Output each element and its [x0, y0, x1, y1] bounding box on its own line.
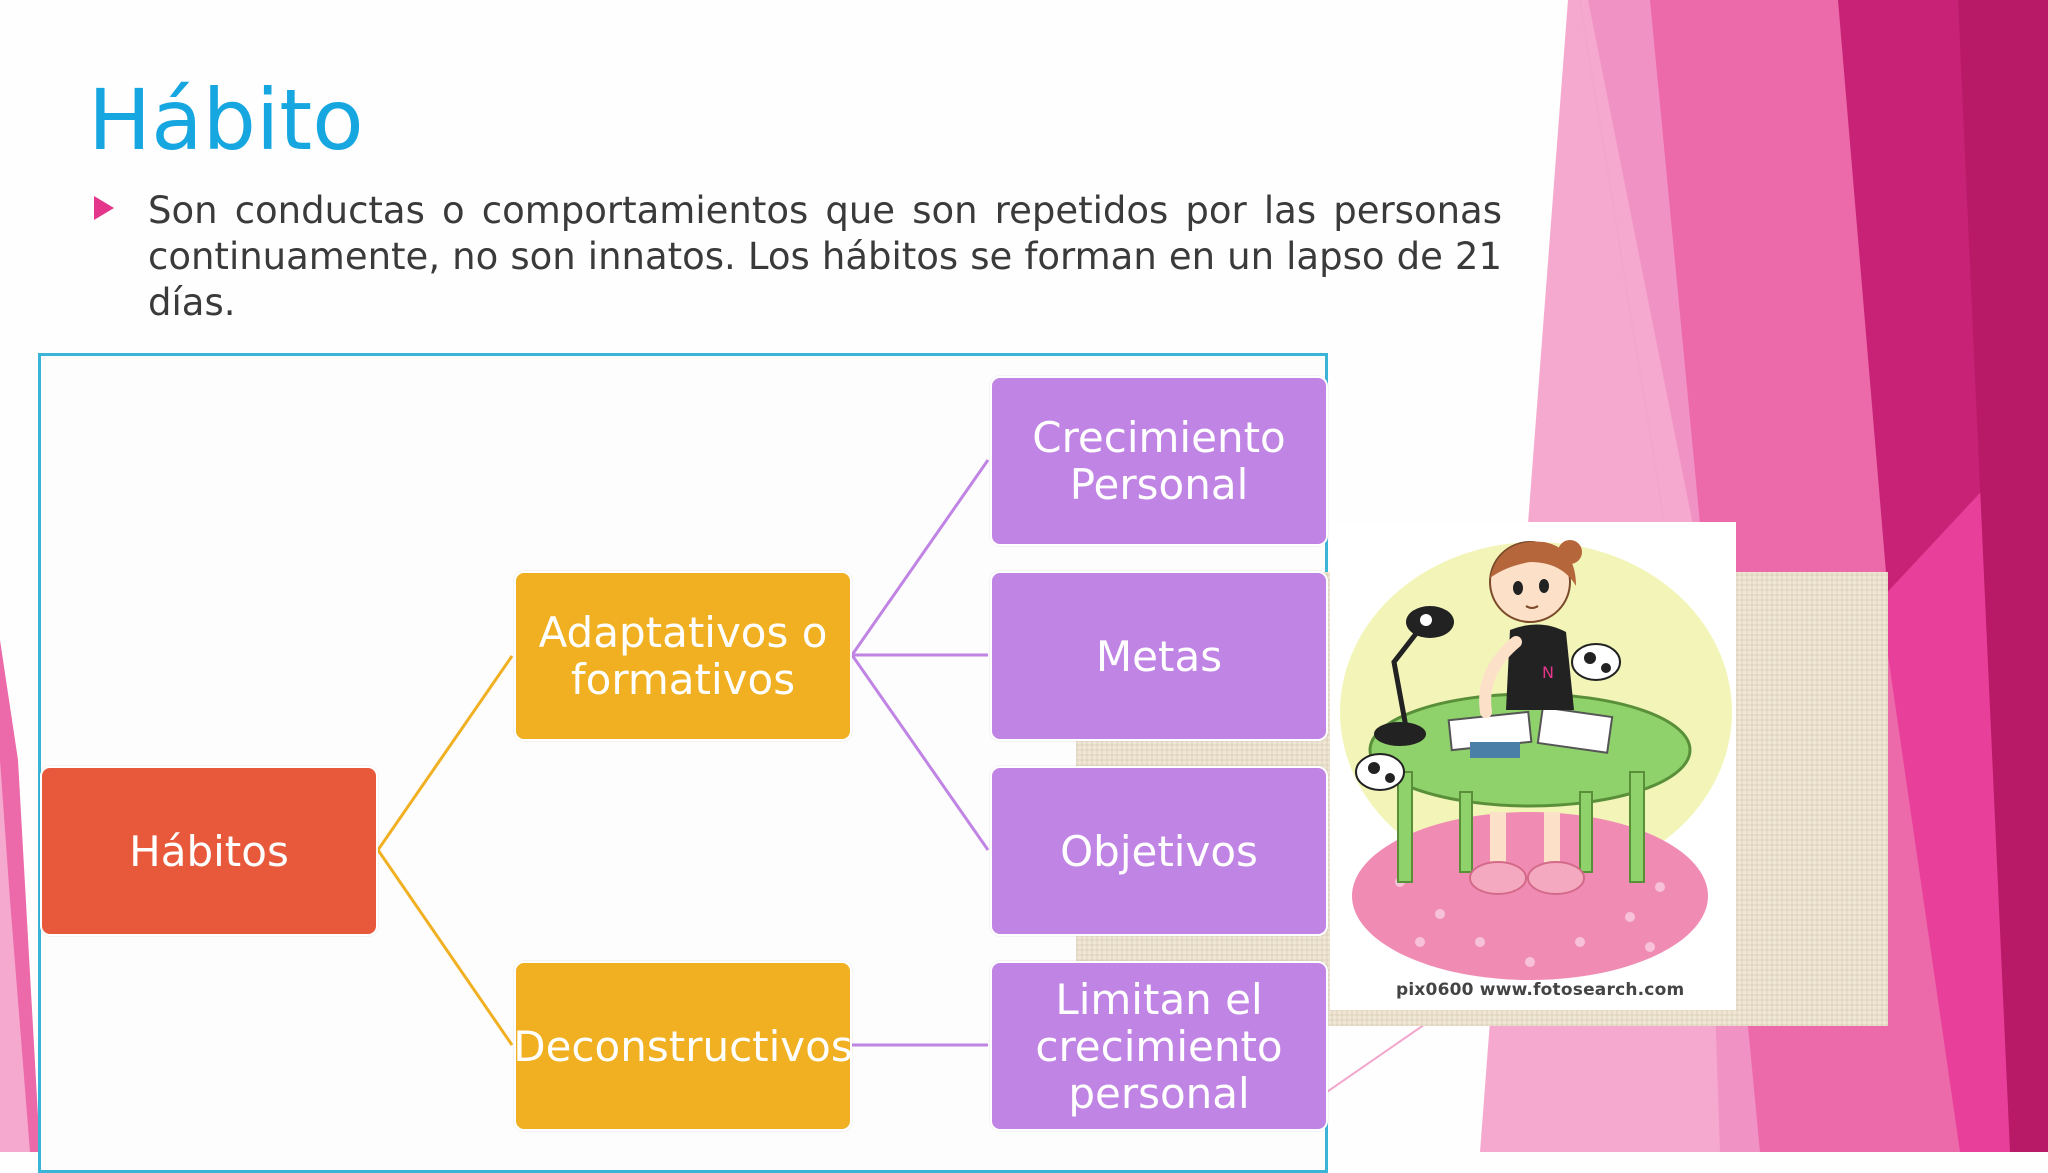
slide-title: Hábito — [88, 71, 364, 169]
decor-thin-line — [1579, 0, 1681, 621]
node-objetivos-label: Objetivos — [1060, 826, 1258, 876]
decor-left-light-shape — [0, 760, 30, 1152]
bullet-arrow-icon — [94, 196, 114, 220]
illustration-watermark: pix0600 www.fotosearch.com — [1396, 980, 1685, 1000]
illustration-girl-studying: N — [1330, 522, 1736, 1010]
node-deconstructivos: Deconstructivos — [513, 961, 853, 1131]
bullet-text: Son conductas o comportamientos que son … — [148, 189, 1502, 324]
node-limitan: Limitan el crecimiento personal — [990, 961, 1328, 1131]
node-adaptativos-label: Adaptativos o formativos — [538, 608, 828, 704]
node-crecimiento-personal: Crecimiento Personal — [990, 376, 1328, 546]
node-limitan-label: Limitan el crecimiento personal — [1035, 974, 1283, 1118]
node-habitos: Hábitos — [40, 766, 378, 936]
svg-text:N: N — [1542, 663, 1554, 682]
node-metas-label: Metas — [1095, 631, 1223, 681]
decor-deep-magenta-band — [1958, 0, 2048, 1152]
node-habitos-label: Hábitos — [129, 826, 289, 876]
node-objetivos: Objetivos — [990, 766, 1328, 936]
node-crecimiento-personal-label: Crecimiento Personal — [1032, 413, 1286, 509]
node-deconstructivos-label: Deconstructivos — [513, 1021, 853, 1071]
girl-studying-at-desk-icon: N — [1330, 522, 1736, 1010]
node-metas: Metas — [990, 571, 1328, 741]
node-adaptativos: Adaptativos o formativos — [514, 571, 852, 741]
